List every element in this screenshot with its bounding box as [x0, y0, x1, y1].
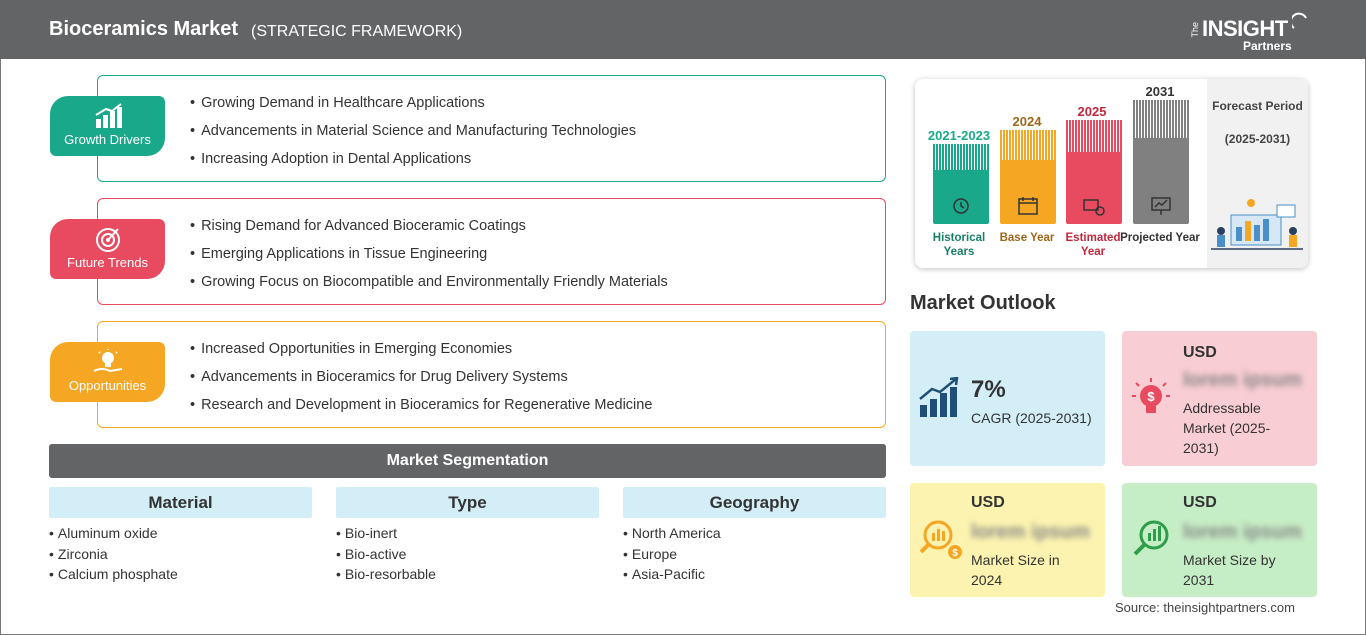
- cagr-value: 7%: [971, 376, 1006, 403]
- list-item: Advancements in Material Science and Man…: [190, 123, 636, 151]
- market-size-2031-card: USD lorem ipsum Market Size by 2031: [1122, 483, 1317, 597]
- year-label: 2021-2023: [927, 128, 991, 143]
- list-item: Bio-active: [336, 546, 599, 567]
- list-item: Calcium phosphate: [49, 566, 312, 587]
- target-icon: [95, 228, 120, 252]
- segment-geography: Geography North America Europe Asia-Paci…: [623, 487, 886, 587]
- magnifier-growth-icon: [1133, 520, 1169, 556]
- svg-text:$: $: [1147, 389, 1155, 404]
- list-item: Rising Demand for Advanced Bioceramic Co…: [190, 218, 668, 246]
- insight-partners-logo: The INSIGHT Partners: [1190, 10, 1310, 54]
- blurred-value: lorem ipsum: [1183, 369, 1302, 391]
- blurred-value: lorem ipsum: [971, 521, 1090, 543]
- bar-label: Projected Year: [1120, 232, 1200, 244]
- list-item: Increasing Adoption in Dental Applicatio…: [190, 151, 636, 179]
- market-size-2024-card: $ USD lorem ipsum Market Size in 2024: [910, 483, 1105, 597]
- list-item: Research and Development in Bioceramics …: [190, 397, 652, 425]
- list-item: Europe: [623, 546, 886, 567]
- list-item: Bio-inert: [336, 525, 599, 546]
- card-description: Market Size in 2024: [971, 552, 1060, 588]
- segment-header: Type: [336, 487, 599, 518]
- growth-drivers-box: Growing Demand in Healthcare Application…: [97, 75, 886, 182]
- blurred-value: lorem ipsum: [1183, 521, 1302, 543]
- list-item: Emerging Applications in Tissue Engineer…: [190, 246, 668, 274]
- svg-text:$: $: [952, 548, 958, 559]
- year-label: 2031: [1145, 84, 1175, 99]
- list-item: Increased Opportunities in Emerging Econ…: [190, 341, 652, 369]
- opportunities-badge: Opportunities: [50, 342, 165, 402]
- page-subtitle: (STRATEGIC FRAMEWORK): [251, 23, 463, 40]
- list-item: Growing Demand in Healthcare Application…: [190, 95, 636, 123]
- logo-arc-icon: [1292, 12, 1307, 29]
- analysts-illustration-icon: [1211, 199, 1303, 250]
- segment-material: Material Aluminum oxide Zirconia Calcium…: [49, 487, 312, 587]
- addressable-market-card: $ USD lorem ipsum Addressable Market (20…: [1122, 331, 1317, 466]
- segmentation-title: Market Segmentation: [49, 444, 886, 478]
- bar-label: Estimated Year: [1065, 232, 1121, 258]
- forecast-panel: Forecast Period (2025-2031): [1207, 79, 1308, 268]
- forecast-title: Forecast Period: [1212, 99, 1303, 113]
- segment-header: Material: [49, 487, 312, 518]
- list-item: North America: [623, 525, 886, 546]
- bar-label: Base Year: [999, 232, 1055, 244]
- card-description: Market Size by 2031: [1183, 552, 1276, 588]
- timeline-card: 2021-2023 Historical Years 2024 Base Yea…: [915, 79, 1308, 268]
- segment-type: Type Bio-inert Bio-active Bio-resorbable: [336, 487, 599, 587]
- forecast-range: (2025-2031): [1224, 132, 1291, 146]
- market-outlook-title: Market Outlook: [910, 292, 1056, 314]
- cagr-card: 7% CAGR (2025-2031): [910, 331, 1105, 466]
- segment-header: Geography: [623, 487, 886, 518]
- timeline-bar-base: [1000, 130, 1056, 224]
- opportunities-box: Increased Opportunities in Emerging Econ…: [97, 321, 886, 428]
- history-clock-icon: [953, 198, 969, 214]
- usd-label: USD: [971, 494, 1005, 511]
- lightbulb-hand-icon: [93, 349, 122, 373]
- future-trends-badge: Future Trends: [50, 219, 165, 279]
- list-item: Asia-Pacific: [623, 566, 886, 587]
- estimate-chart-icon: [1083, 199, 1105, 216]
- usd-label: USD: [1183, 494, 1217, 511]
- timeline-bar-projected: [1133, 100, 1189, 224]
- growth-chart-icon: [94, 103, 122, 128]
- list-item: Zirconia: [49, 546, 312, 567]
- usd-label: USD: [1183, 344, 1217, 361]
- list-item: Advancements in Bioceramics for Drug Del…: [190, 369, 652, 397]
- dollar-bulb-icon: $: [1132, 378, 1170, 413]
- list-item: Growing Focus on Biocompatible and Envir…: [190, 274, 668, 302]
- list-item: Aluminum oxide: [49, 525, 312, 546]
- bar-label: Historical Years: [932, 232, 986, 258]
- page-title: Bioceramics Market: [49, 18, 238, 40]
- year-label: 2025: [1077, 104, 1107, 119]
- list-item: Bio-resorbable: [336, 566, 599, 587]
- growth-drivers-badge: Growth Drivers: [50, 96, 165, 156]
- card-description: Addressable Market (2025-2031): [1183, 400, 1271, 456]
- calendar-icon: [1018, 197, 1038, 215]
- timeline-bar-estimated: [1066, 120, 1122, 224]
- magnifier-dollar-icon: $: [919, 520, 962, 559]
- source-credit: Source: theinsightpartners.com: [1115, 600, 1295, 615]
- timeline-bar-historical: [933, 144, 989, 224]
- future-trends-box: Rising Demand for Advanced Bioceramic Co…: [97, 198, 886, 305]
- growth-chart-icon: [919, 377, 959, 417]
- projection-board-icon: [1151, 197, 1171, 215]
- header-bar: Bioceramics Market (STRATEGIC FRAMEWORK)…: [0, 0, 1366, 59]
- year-label: 2024: [1012, 114, 1042, 129]
- cagr-label: CAGR (2025-2031): [971, 410, 1092, 426]
